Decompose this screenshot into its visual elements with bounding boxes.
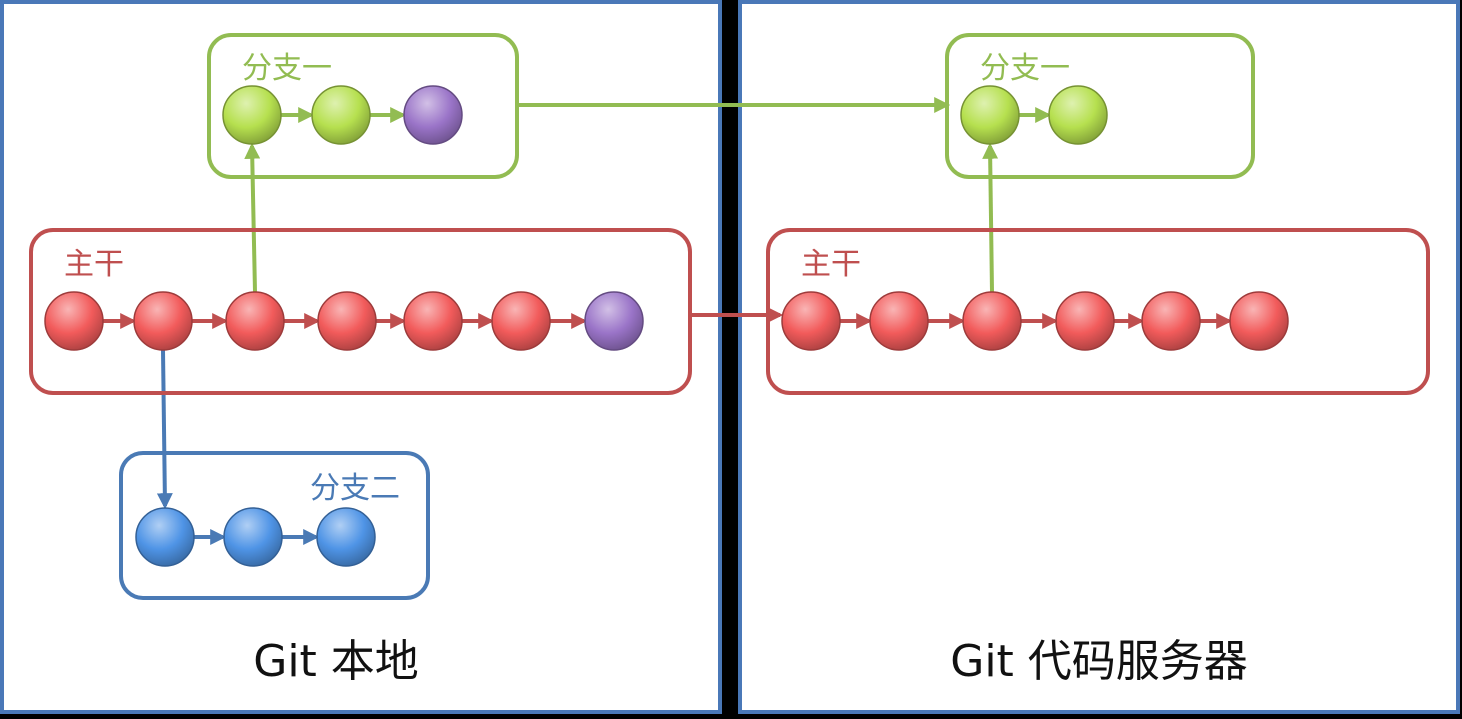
local-branch1-commit-node <box>403 85 463 145</box>
local-trunk-commit-node <box>133 291 193 351</box>
panel-title-server: Git 代码服务器 <box>950 636 1248 687</box>
local-branch1-commit-node <box>311 85 371 145</box>
server-trunk-label: 主干 <box>801 247 861 282</box>
local-branch2-box <box>119 451 430 600</box>
watermark-name: 破洛洛 <box>1400 7 1440 22</box>
server-trunk-box <box>766 228 1430 395</box>
server-trunk-commit-node <box>1141 291 1201 351</box>
links-layer <box>103 97 1233 545</box>
server-branch1-commit-node <box>960 85 1020 145</box>
local-trunk-commit-node <box>491 291 551 351</box>
watermark-logo: 破洛洛 POLUOLUO.COM <box>1384 8 1456 30</box>
panel-title-local: Git 本地 <box>253 636 419 687</box>
server-branch1-box <box>945 33 1255 179</box>
local-trunk-label: 主干 <box>64 247 124 282</box>
server-trunk-commit-node <box>1229 291 1289 351</box>
local-branch2-commit-node <box>223 507 283 567</box>
local-branch1-label: 分支一 <box>242 51 332 86</box>
local-branch2-label: 分支二 <box>310 471 400 506</box>
server-branch1-label: 分支一 <box>980 51 1070 86</box>
watermark-domain: POLUOLUO.COM <box>1388 22 1452 30</box>
local-trunk-commit-node <box>44 291 104 351</box>
local-trunk-commit-node <box>403 291 463 351</box>
local-trunk-commit-node <box>584 291 644 351</box>
local-branch1-commit-node <box>222 85 282 145</box>
server-branch1-commit-node <box>1048 85 1108 145</box>
local-branch1-box <box>207 33 519 179</box>
server-trunk-commit-node <box>869 291 929 351</box>
local-branch2-commit-node <box>135 507 195 567</box>
link-local-trunk-1-to-local-branch2-0 <box>156 349 173 510</box>
server-trunk-commit-node <box>962 291 1022 351</box>
local-trunk-commit-node <box>317 291 377 351</box>
link-local-trunk-2-to-local-branch1-0 <box>244 142 261 293</box>
server-trunk-commit-node <box>1055 291 1115 351</box>
local-trunk-commit-node <box>225 291 285 351</box>
nodes-layer <box>44 85 1289 567</box>
local-branch2-commit-node <box>316 507 376 567</box>
local-trunk-box <box>29 228 692 395</box>
server-trunk-commit-node <box>781 291 841 351</box>
link-server-trunk-2-to-server-branch1-0 <box>982 142 999 293</box>
